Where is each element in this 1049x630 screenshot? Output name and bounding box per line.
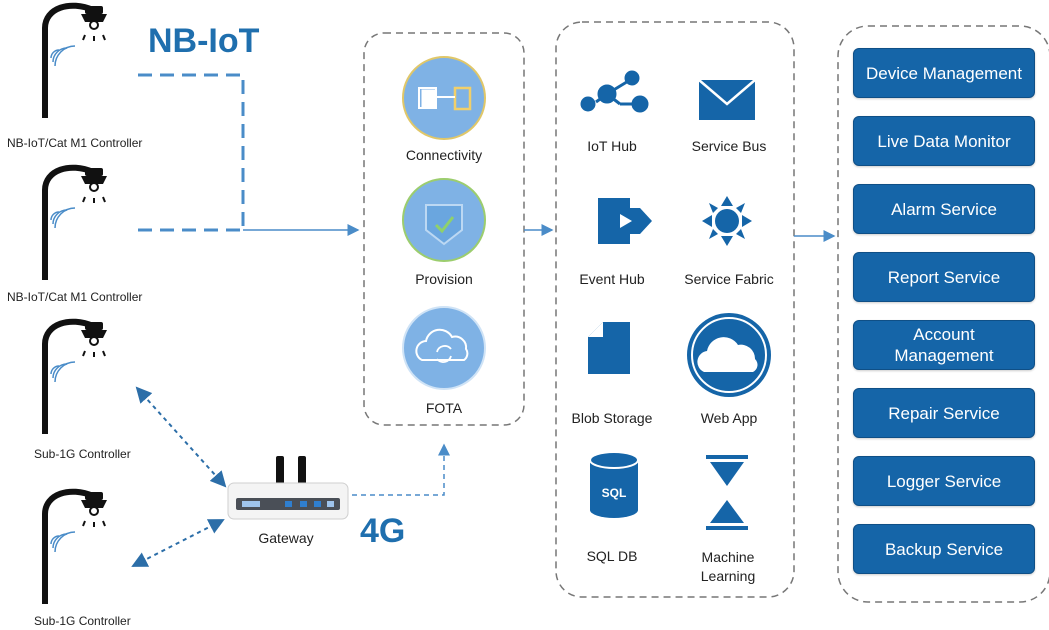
device-label-nbiot-2: NB-IoT/Cat M1 Controller: [7, 290, 143, 304]
service-button-repair-service[interactable]: Repair Service: [853, 388, 1035, 438]
cloud-label-service-fabric: Service Fabric: [684, 271, 774, 287]
sub1g-link-2: [131, 519, 225, 567]
cloud-sync-icon: [402, 306, 486, 390]
connectivity-icon: [402, 56, 486, 140]
street-light-icon: [45, 322, 107, 434]
services-frame: [837, 25, 1049, 603]
gateway-label: Gateway: [258, 530, 314, 546]
service-button-report-service[interactable]: Report Service: [853, 252, 1035, 302]
cloud-label-sql-db: SQL DB: [586, 548, 638, 564]
device-label-sub1g-1: Sub-1G Controller: [34, 447, 131, 461]
service-button-backup-service[interactable]: Backup Service: [853, 524, 1035, 574]
cloud-label-machine-learning: Machine Learning: [700, 549, 756, 584]
nbiot-link-label: NB-IoT: [148, 22, 260, 60]
cloud-icon: [687, 313, 771, 397]
device-label-sub1g-2: Sub-1G Controller: [34, 614, 131, 628]
hourglass-icon: [706, 455, 748, 530]
edge-label-provision: Provision: [415, 271, 473, 287]
edge-label-fota: FOTA: [425, 400, 463, 416]
gateway-icon: [227, 456, 349, 520]
document-icon: [588, 322, 630, 374]
service-button-device-management[interactable]: Device Management: [853, 48, 1035, 98]
shield-check-icon: [402, 178, 486, 262]
cloud-label-web-app: Web App: [700, 410, 758, 426]
cloud-label-blob-storage: Blob Storage: [571, 410, 653, 426]
sub1g-link-1: [135, 386, 227, 488]
street-light-icon: [45, 492, 107, 604]
cloud-frame: [555, 21, 795, 598]
service-button-live-data-monitor[interactable]: Live Data Monitor: [853, 116, 1035, 166]
service-button-alarm-service[interactable]: Alarm Service: [853, 184, 1035, 234]
service-button-account-management[interactable]: Account Management: [853, 320, 1035, 370]
sql-database-icon: SQL: [589, 451, 639, 518]
service-button-logger-service[interactable]: Logger Service: [853, 456, 1035, 506]
cloud-label-service-bus: Service Bus: [691, 138, 767, 154]
device-label-nbiot-1: NB-IoT/Cat M1 Controller: [7, 136, 143, 150]
service-fabric-icon: [702, 196, 752, 246]
envelope-icon: [698, 79, 756, 120]
cloud-label-iot-hub: IoT Hub: [587, 138, 637, 154]
iot-hub-icon: [580, 70, 649, 113]
edge-frame: [363, 32, 525, 426]
sql-text: SQL: [602, 486, 627, 500]
edge-label-connectivity: Connectivity: [405, 147, 483, 163]
cloud-label-event-hub: Event Hub: [579, 271, 645, 287]
lte-link-line: [352, 443, 450, 496]
event-hub-icon: [598, 198, 652, 244]
street-light-icon: [45, 168, 107, 280]
street-light-icon: [45, 6, 107, 118]
lte-link-label: 4G: [360, 512, 406, 550]
nbiot-link-lines: [138, 73, 245, 232]
